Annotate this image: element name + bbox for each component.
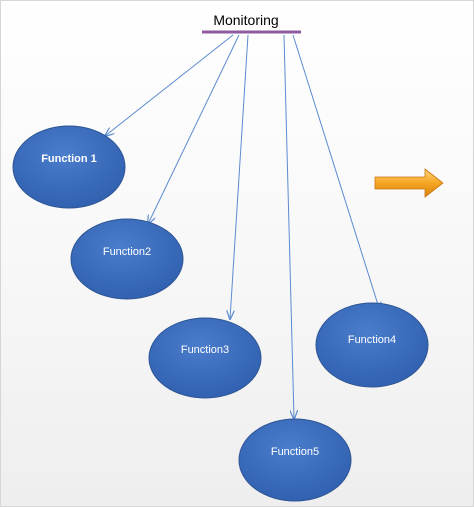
- node-function4-shape: [315, 302, 429, 388]
- edge-monitoring-function2: [148, 34, 240, 224]
- node-function5-label: Function5: [271, 446, 319, 458]
- monitoring-title: Monitoring: [213, 12, 278, 28]
- edge-monitoring-function3: [230, 34, 249, 319]
- node-function3-label: Function3: [181, 344, 229, 356]
- node-function5-shape: [238, 418, 352, 502]
- node-function5[interactable]: Function5: [238, 418, 352, 502]
- edge-monitoring-function1: [105, 34, 234, 136]
- node-function1-label: Function 1: [41, 153, 97, 165]
- node-function2[interactable]: Function2: [70, 218, 184, 300]
- edges: [105, 34, 380, 419]
- node-function2-shape: [70, 218, 184, 300]
- edge-monitoring-function4: [292, 34, 380, 311]
- right-arrow-icon: [374, 168, 444, 198]
- node-function3[interactable]: Function3: [148, 317, 262, 399]
- node-function2-label: Function2: [103, 246, 151, 258]
- node-function1[interactable]: Function 1: [12, 125, 126, 209]
- edge-monitoring-function5: [283, 34, 294, 419]
- node-function4[interactable]: Function4: [315, 302, 429, 388]
- node-function3-shape: [148, 317, 262, 399]
- node-function4-label: Function4: [348, 334, 396, 346]
- node-function1-shape: [12, 125, 126, 209]
